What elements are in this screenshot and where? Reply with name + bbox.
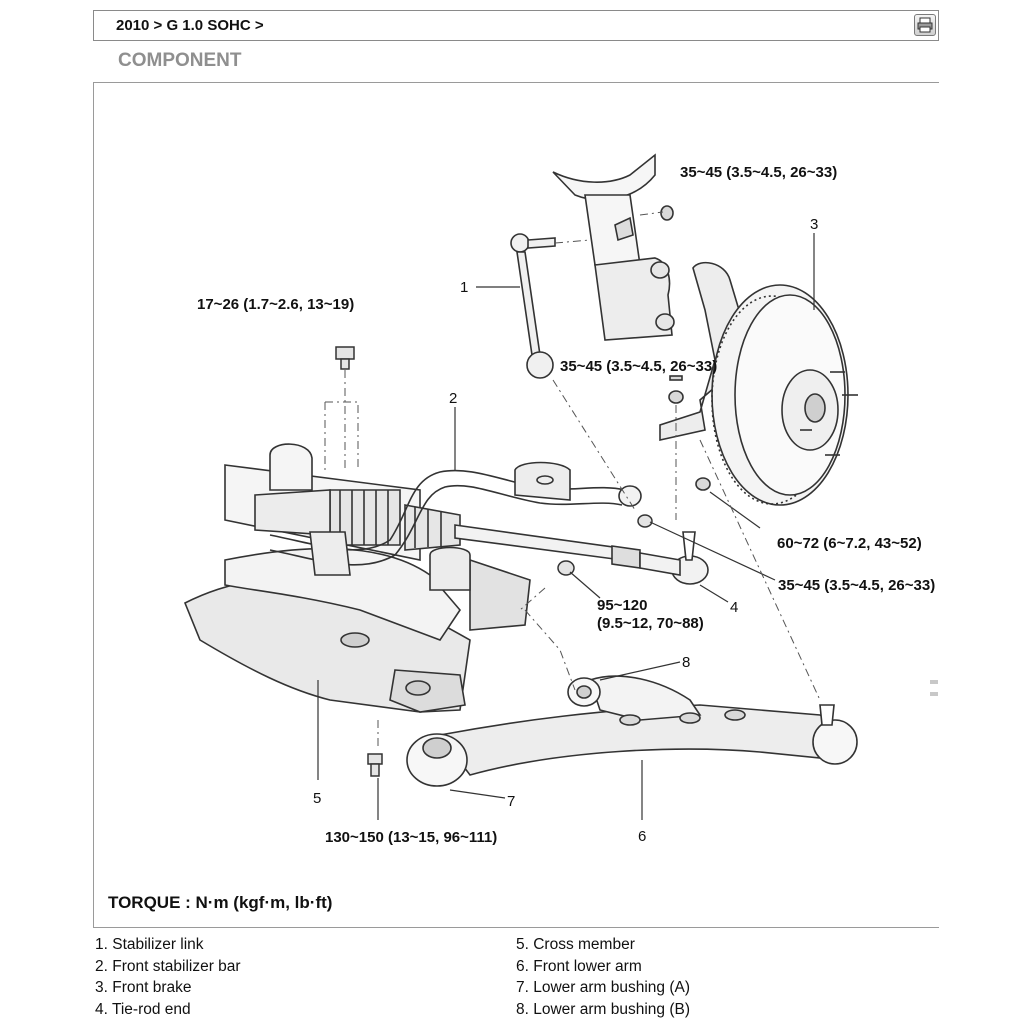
part-number-7: 7 (507, 793, 515, 810)
legend-item: 4. Tie-rod end (95, 1000, 191, 1018)
steering-rack-drawing (224, 443, 471, 591)
torque-callout-bushing-bolt-line1: 95~120 (597, 597, 647, 614)
torque-callout-link-nut: 35~45 (3.5~4.5, 26~33) (560, 358, 717, 375)
dashed-guides (324, 211, 821, 750)
leader-lines (317, 233, 815, 820)
breadcrumb[interactable]: 2010 > G 1.0 SOHC > (116, 17, 264, 34)
cross-member-drawing (183, 547, 531, 713)
legend-item: 6. Front lower arm (516, 957, 642, 975)
part-number-5: 5 (313, 790, 321, 807)
torque-callout-strut-nut: 35~45 (3.5~4.5, 26~33) (680, 164, 837, 181)
part-number-2: 2 (449, 390, 457, 407)
section-title: COMPONENT (118, 50, 242, 71)
print-button[interactable] (914, 14, 936, 36)
torque-callout-tierod-nut: 35~45 (3.5~4.5, 26~33) (778, 577, 935, 594)
part-number-4: 4 (730, 599, 738, 616)
part-number-3: 3 (810, 216, 818, 233)
torque-callout-crossmember-bolt: 130~150 (13~15, 96~111) (325, 829, 497, 846)
legend-column-left: 1. Stabilizer link 2. Front stabilizer b… (95, 934, 241, 1020)
strut-drawing (552, 153, 675, 341)
legend-item: 8. Lower arm bushing (B) (516, 1000, 691, 1018)
part-number-6: 6 (638, 828, 646, 845)
torque-callout-bushing-bolt-line2: (9.5~12, 70~88) (597, 615, 704, 632)
torque-units-note: TORQUE : N·m (kgf·m, lb·ft) (108, 893, 333, 912)
stabilizer-bar-drawing (269, 461, 642, 576)
brake-disc-drawing (659, 261, 858, 506)
legend-item: 2. Front stabilizer bar (95, 957, 241, 975)
breadcrumb-bar: 2010 > G 1.0 SOHC > (93, 10, 939, 41)
figure-frame (93, 82, 939, 928)
printer-icon (917, 17, 933, 33)
legend-item: 3. Front brake (95, 979, 192, 996)
lower-arm-drawing (406, 675, 858, 787)
page-marker (930, 680, 938, 696)
torque-callout-rack-bolt: 17~26 (1.7~2.6, 13~19) (197, 296, 354, 313)
legend-column-right: 5. Cross member 6. Front lower arm 7. Lo… (516, 934, 690, 1020)
torque-callout-balljoint-nut: 60~72 (6~7.2, 43~52) (777, 535, 922, 552)
legend-item: 7. Lower arm bushing (A) (516, 979, 691, 996)
legend-item: 1. Stabilizer link (95, 936, 204, 953)
part-number-1: 1 (460, 279, 468, 296)
tie-rod-drawing (454, 524, 709, 585)
part-number-8: 8 (682, 654, 690, 671)
legend-item: 5. Cross member (516, 936, 635, 953)
fasteners-drawing (335, 346, 653, 777)
stabilizer-link-drawing (510, 205, 684, 404)
